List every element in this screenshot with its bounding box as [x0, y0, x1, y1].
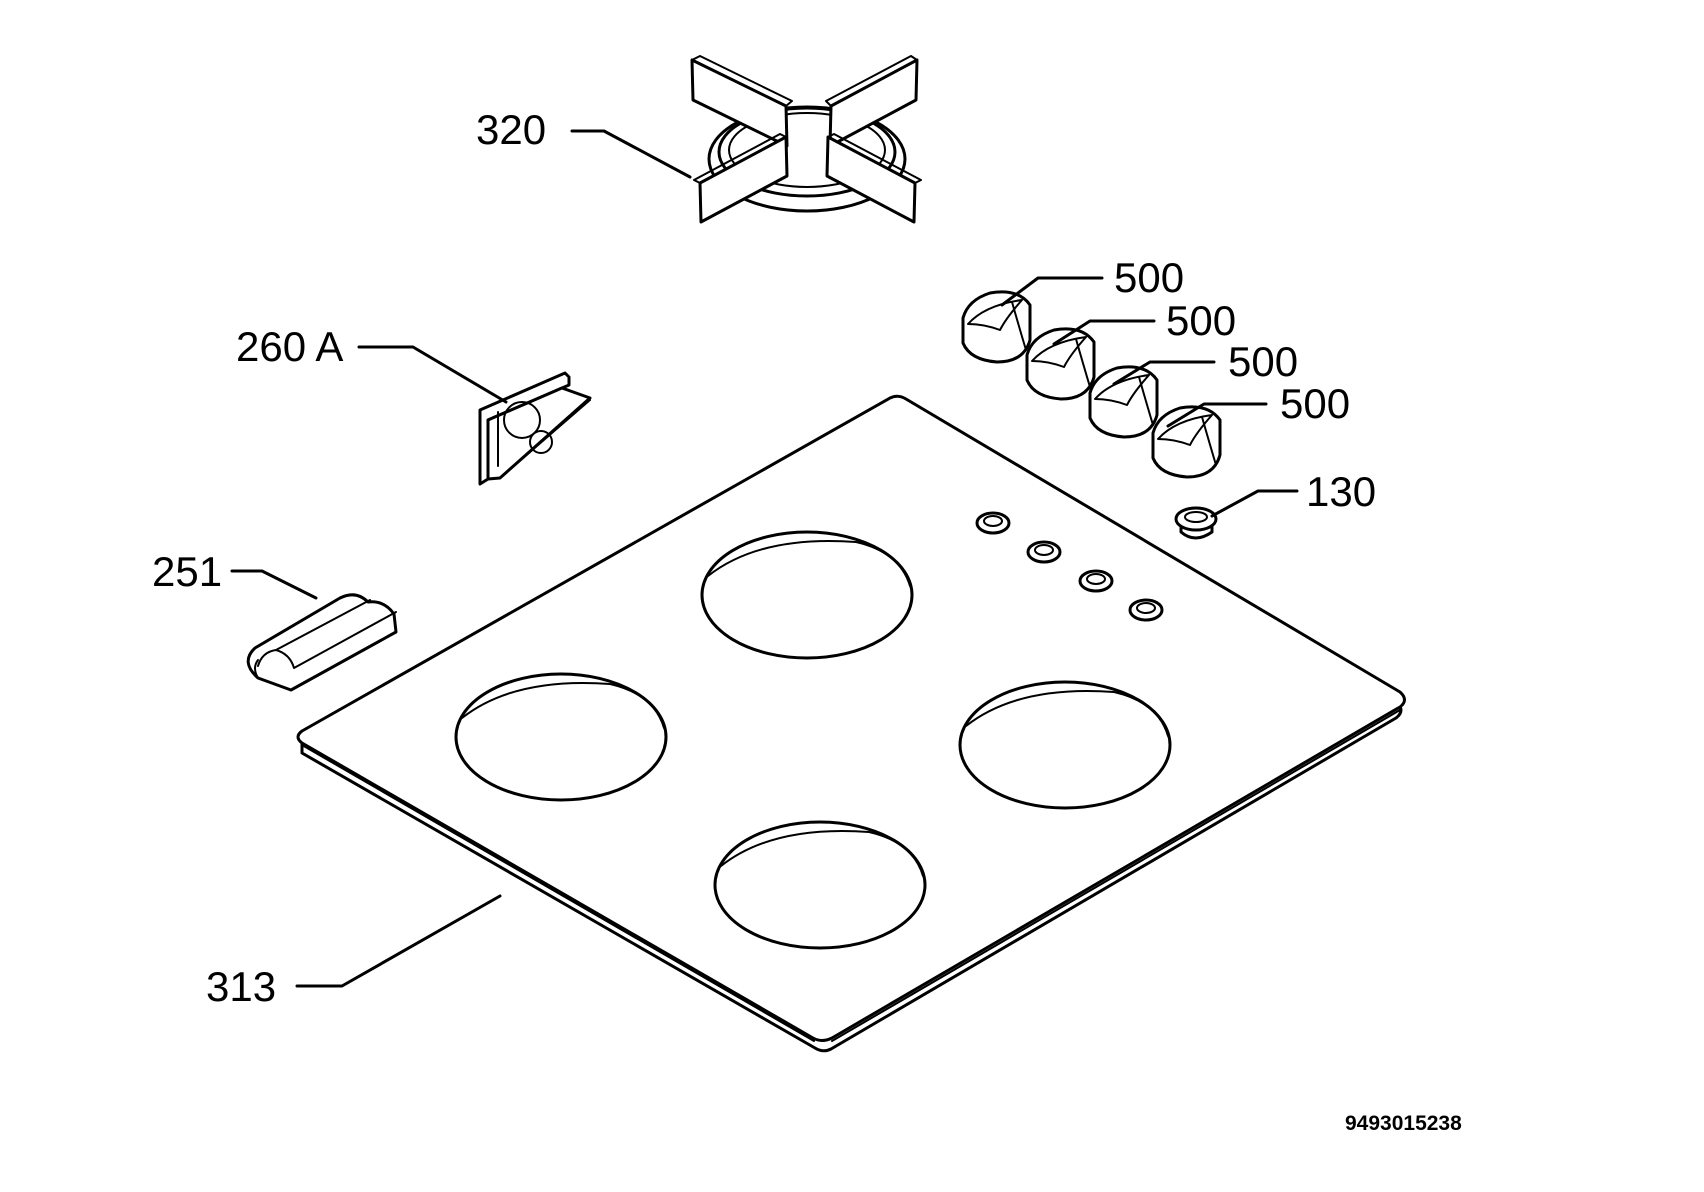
label-500-4: 500	[1280, 380, 1350, 427]
clip-251	[246, 593, 398, 692]
pan-support-320	[690, 55, 922, 224]
label-251: 251	[152, 548, 222, 595]
control-knob-3	[1088, 365, 1159, 439]
control-knob-4	[1151, 405, 1222, 479]
knob-holes	[975, 511, 1164, 622]
bracket-260a	[478, 371, 592, 486]
document-number: 9493015238	[1345, 1112, 1462, 1135]
burner-hole-right	[958, 680, 1172, 810]
label-500-1: 500	[1114, 254, 1184, 301]
hob-top-313	[296, 394, 1406, 1053]
burner-hole-left	[454, 672, 668, 802]
label-130: 130	[1306, 468, 1376, 515]
label-500-3: 500	[1228, 338, 1298, 385]
control-knob-1	[961, 290, 1032, 364]
leader-lines	[230, 129, 1299, 988]
control-knob-2	[1025, 327, 1096, 401]
label-500-2: 500	[1166, 297, 1236, 344]
label-260a: 260 A	[236, 323, 343, 370]
burner-hole-back	[700, 530, 914, 660]
label-313: 313	[206, 963, 276, 1010]
grommet-130	[1174, 506, 1218, 540]
label-320: 320	[476, 106, 546, 153]
burner-hole-front	[713, 820, 927, 950]
callout-labels: 320 500 500 500 500 130 260 A 251 313 94…	[152, 106, 1462, 1135]
